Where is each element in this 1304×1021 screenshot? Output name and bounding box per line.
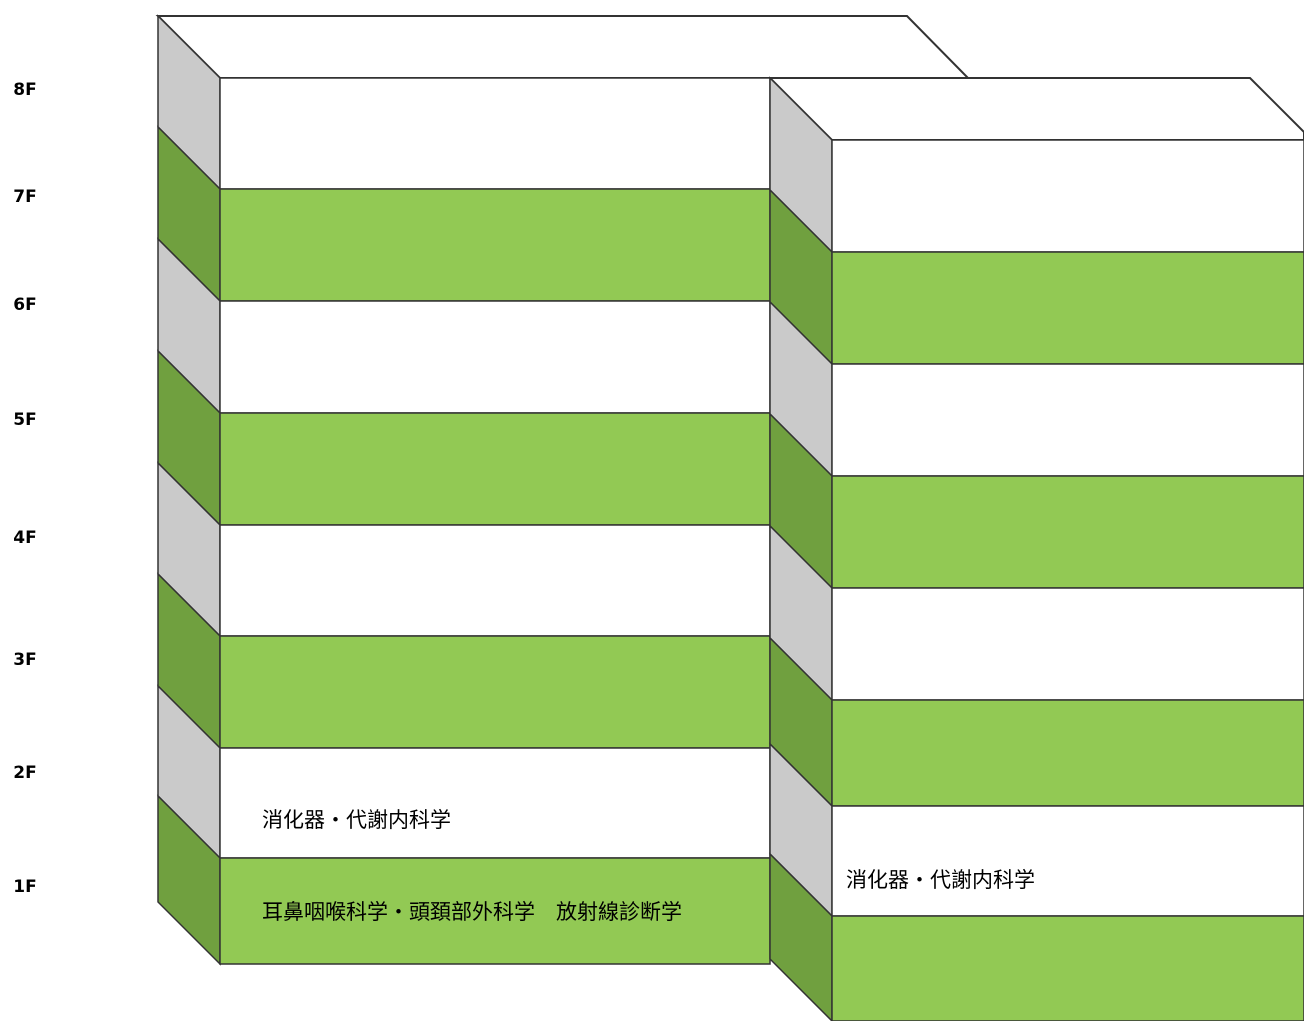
left-band-face-4 (219, 524, 771, 637)
left-building-floor-1-department: 耳鼻咽喉科学・頭頚部外科学 放射線診断学 (262, 900, 682, 924)
floor-label-5f: 5F (13, 410, 37, 430)
floor-label-column: 8F 7F 6F 5F 4F 3F 2F 1F (0, 0, 60, 1021)
left-band-face-2 (219, 747, 771, 859)
floor-label-2f: 2F (13, 763, 37, 783)
floor-label-1f: 1F (13, 877, 37, 897)
floor-label-8f: 8F (13, 80, 37, 100)
right-band-face-5 (831, 475, 1304, 589)
left-band-face-3 (219, 635, 771, 749)
left-band-face-8 (219, 77, 771, 190)
left-band-face-6 (219, 300, 771, 414)
left-band-face-5 (219, 412, 771, 526)
floor-label-6f: 6F (13, 295, 37, 315)
right-band-face-1 (831, 915, 1304, 1021)
left-building-roof (155, 15, 971, 79)
right-band-face-7 (831, 251, 1304, 365)
right-band-face-3 (831, 699, 1304, 807)
right-band-face-4 (831, 587, 1304, 701)
floor-label-4f: 4F (13, 528, 37, 548)
right-band-face-2 (831, 805, 1304, 917)
right-building-floor-1-department: 消化器・代謝内科学 (846, 868, 1035, 892)
left-band-face-1 (219, 857, 771, 965)
right-building-roof (767, 77, 1304, 141)
left-building-floor-2-department: 消化器・代謝内科学 (262, 808, 451, 832)
floor-label-7f: 7F (13, 187, 37, 207)
right-building: 消化器・代謝内科学 (767, 76, 1304, 1021)
right-band-face-8 (831, 139, 1304, 253)
right-band-face-6 (831, 363, 1304, 477)
floor-label-3f: 3F (13, 650, 37, 670)
right-band-side-1 (769, 852, 833, 1021)
left-band-face-7 (219, 188, 771, 302)
